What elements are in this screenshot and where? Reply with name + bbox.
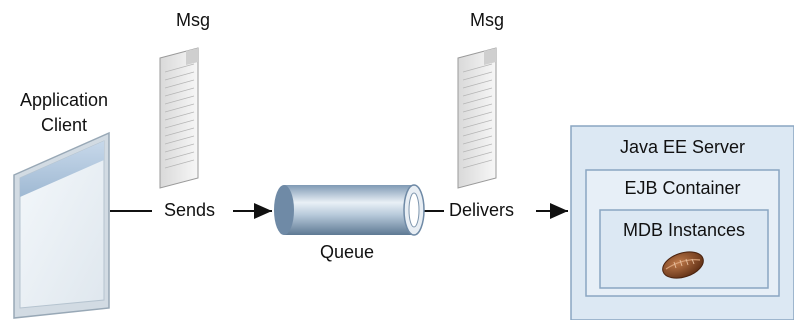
queue-cylinder-icon xyxy=(274,184,425,236)
delivers-label: Delivers xyxy=(449,200,515,220)
message-label-right: Msg xyxy=(470,10,505,30)
bean-icon xyxy=(662,251,704,279)
sends-label: Sends xyxy=(164,200,216,220)
ejb-container-title: EJB Container xyxy=(624,178,741,198)
message-label-left: Msg xyxy=(176,10,211,30)
java-ee-server-title: Java EE Server xyxy=(619,137,746,157)
mdb-instances-title: MDB Instances xyxy=(622,220,746,240)
queue-label: Queue xyxy=(320,242,375,262)
application-client-label-line2: Client xyxy=(40,115,88,135)
application-client-label-line1: Application xyxy=(19,90,109,110)
application-client-icon xyxy=(13,131,110,319)
message-document-right-icon xyxy=(457,47,497,189)
message-document-left-icon xyxy=(159,47,199,189)
